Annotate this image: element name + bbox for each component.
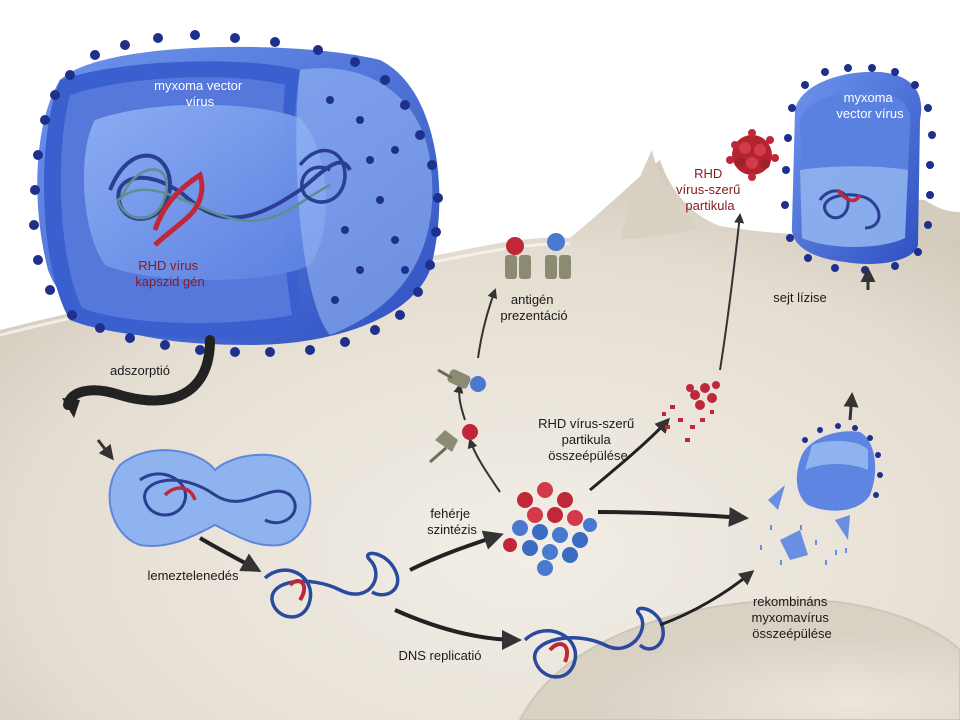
nucleus [518, 598, 960, 720]
adsorption-arrow [63, 335, 215, 410]
label-uncoating: lemeztelenedés [147, 568, 239, 583]
entry-arrow [96, 439, 114, 461]
uncoating-arrow [198, 536, 262, 572]
rhd-vlp-assembling [662, 381, 720, 442]
antigen-presentation-receptors [505, 233, 571, 279]
label-cell-lysis: sejt lízise [773, 290, 826, 305]
recombinant-spikes [802, 423, 883, 498]
protein-synthesis-arrow [409, 530, 504, 572]
label-dna-replication: DNS replicatió [398, 648, 481, 663]
label-adsorption: adszorptió [110, 363, 170, 378]
rhd-virus-like-particle [726, 129, 779, 181]
cell-membrane-protrusion [620, 150, 700, 240]
label-myxoma-vector-virus-left: myxoma vector vírus [154, 78, 246, 109]
recombinant-dna-arrow [659, 570, 755, 627]
myxoma-vector-virus-released [791, 71, 922, 265]
label-myxoma-vector-virus-right: myxoma vector vírus [836, 90, 904, 121]
membrane-fragments [760, 485, 850, 565]
dna-replication-arrow [394, 608, 522, 650]
mhc-receptor-red [429, 424, 478, 464]
uncoated-viral-dna [263, 551, 400, 619]
protein-cluster [503, 482, 597, 576]
surface-spikes-large [29, 30, 443, 357]
myxoma-vector-virus-large [37, 46, 440, 345]
label-rhd-vlp: RHD vírus-szerű partikula [676, 166, 744, 213]
antigen-processing-arrow [467, 438, 501, 493]
recombinant-myxoma-assembling [796, 431, 876, 511]
rhd-capsid-gene [152, 171, 205, 247]
recombinant-assembly-arrow [597, 506, 749, 527]
mhc-receptor-blue [437, 368, 486, 392]
vlp-assembly-arrow [589, 417, 671, 492]
label-recombinant-assembly: rekombináns myxomavírus összeépülése [752, 594, 833, 641]
label-rhd-capsid-gene: RHD vírus kapszid gén [135, 258, 204, 289]
label-rhd-vlp-assembly: RHD vírus-szerű partikula összeépülése [538, 416, 638, 463]
viral-dna [108, 153, 352, 221]
label-antigen-presentation: antigén prezentáció [500, 292, 567, 323]
label-protein-synthesis: fehérje szintézis [427, 506, 477, 537]
viral-core-dumbbell [108, 449, 312, 547]
